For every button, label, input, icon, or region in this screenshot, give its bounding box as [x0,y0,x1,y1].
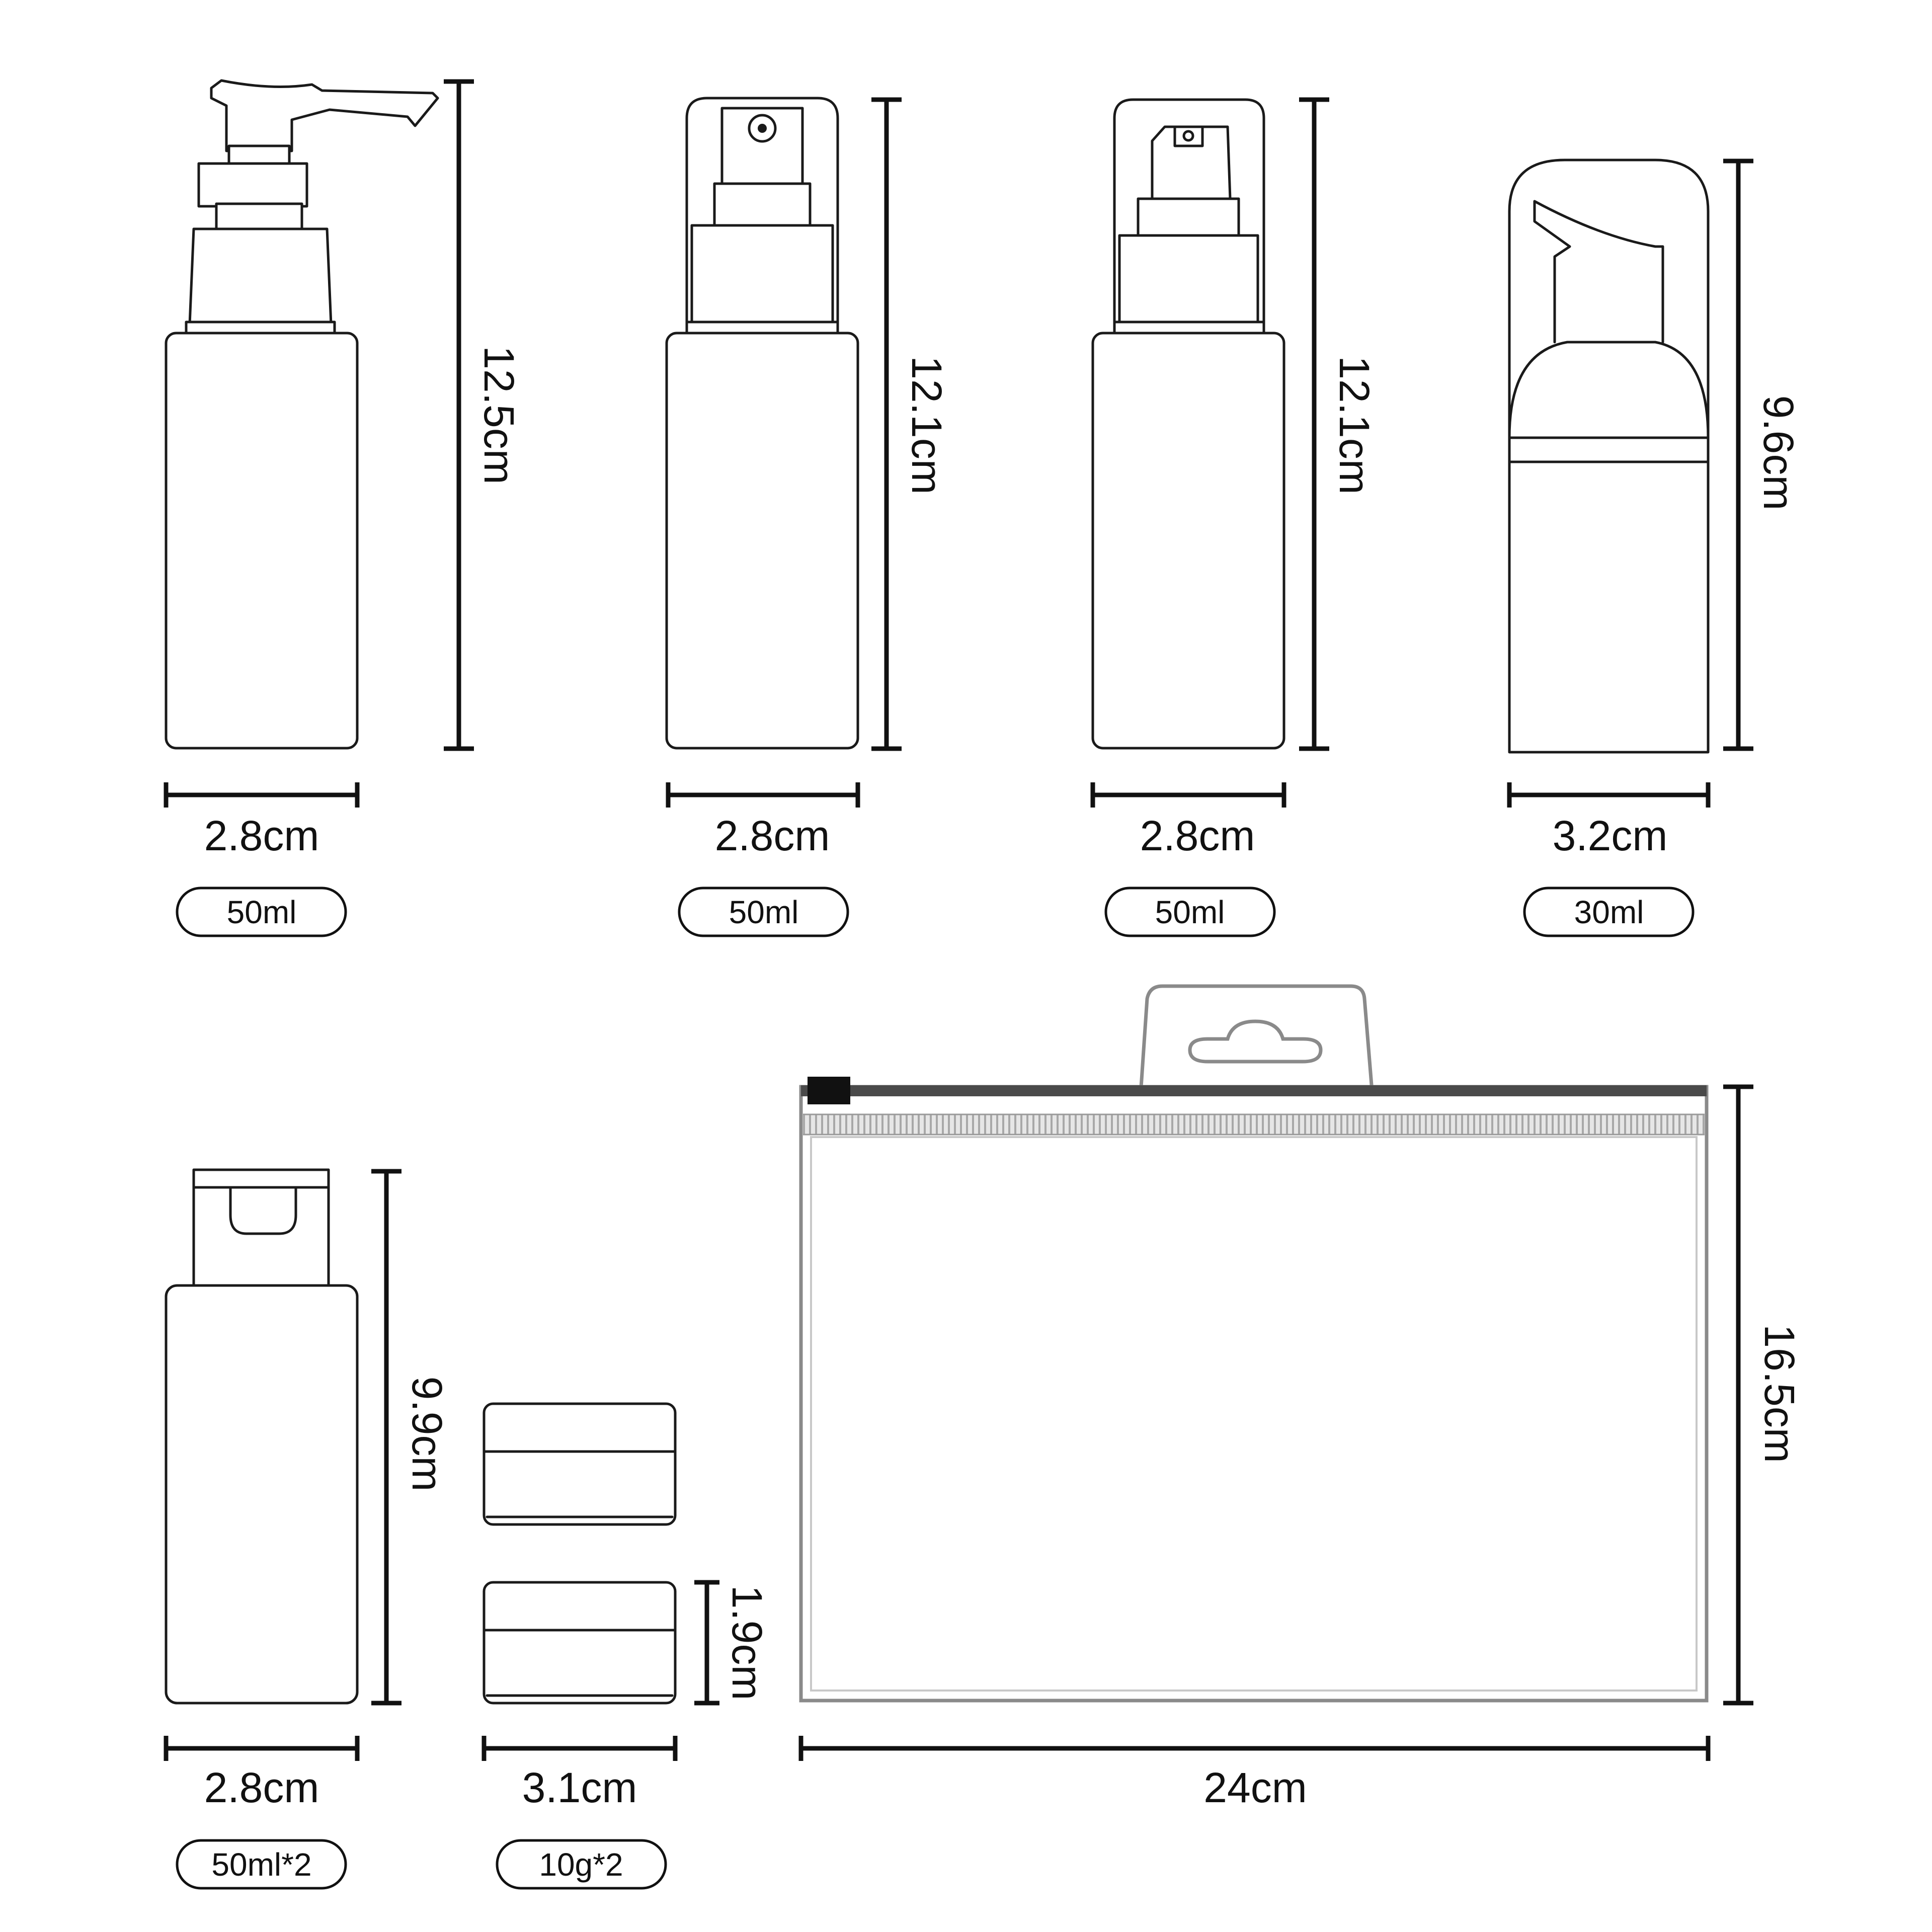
pump-bottle-capacity: 50ml [227,894,297,930]
pump-bottle-width-label: 2.8cm [204,812,319,859]
flip-cap-bottle-height-label: 9.9cm [404,1377,451,1492]
spray-bottle [665,97,859,750]
cream-jar-top [482,1402,677,1526]
zip-bag-width-label: 24cm [1203,1764,1307,1811]
foam-bottle-width-label: 3.2cm [1553,812,1668,859]
cream-jar-width-label: 3.1cm [522,1764,637,1811]
hang-hole [1188,1019,1323,1064]
flip-cap-bottle-capacity-badge [176,1839,347,1890]
pump-bottle [165,79,439,750]
lotion-bottle-width-label: 2.8cm [1140,812,1255,859]
foam-bottle [1508,158,1710,754]
zip-track [801,1085,1707,1096]
zip-bag [799,984,1709,1703]
pump-bottle-capacity-badge [176,887,347,937]
spray-bottle-capacity: 50ml [729,894,799,930]
foam-bottle-capacity-badge [1523,887,1695,937]
foam-bottle-capacity: 30ml [1574,894,1644,930]
zip-teeth [803,1114,1705,1135]
cream-jar-capacity: 10g*2 [539,1846,623,1883]
cream-jar-capacity-badge [496,1839,667,1890]
lotion-bottle-capacity-badge [1104,887,1276,937]
foam-bottle-height-label: 9.6cm [1755,395,1802,511]
lotion-bottle [1091,98,1285,750]
pump-bottle-height-label: 12.5cm [475,346,523,484]
lotion-bottle-height-label: 12.1cm [1331,356,1378,494]
zip-bag-height-label: 16.5cm [1756,1324,1803,1463]
flip-cap-bottle-capacity: 50ml*2 [211,1846,311,1883]
cream-jar-bottom [482,1581,677,1705]
spray-bottle-width-label: 2.8cm [715,812,830,859]
lotion-bottle-capacity: 50ml [1155,894,1225,930]
zip-slider [808,1077,850,1104]
cream-jar-height-label: 1.9cm [723,1585,771,1701]
spray-bottle-capacity-badge [678,887,849,937]
spray-bottle-height-label: 12.1cm [903,356,950,494]
flip-cap-bottle [165,1168,359,1705]
flip-cap-bottle-width-label: 2.8cm [204,1764,319,1811]
zip-bag-body [799,1085,1709,1703]
